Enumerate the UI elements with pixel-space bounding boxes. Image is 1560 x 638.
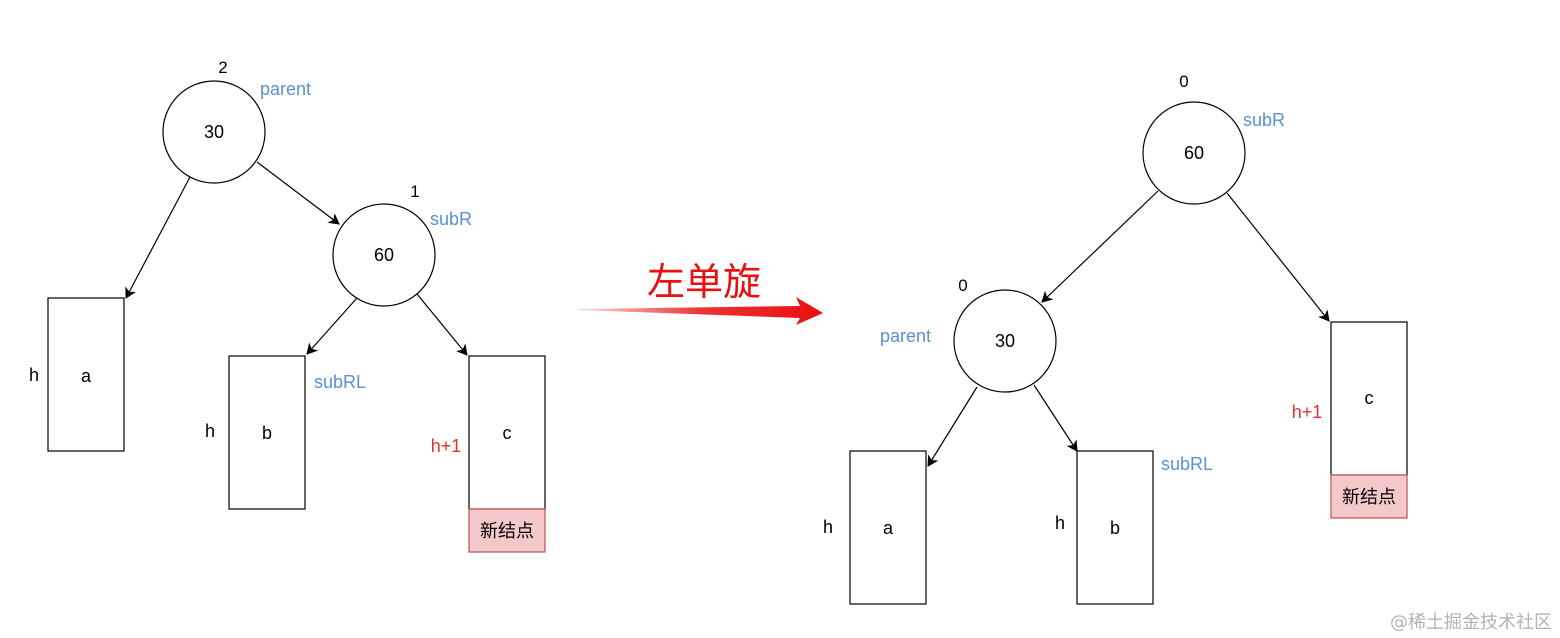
node-parent-tag: parent [880,326,931,346]
node-subr-value: 60 [1184,143,1204,163]
node-subr-circle [332,203,436,307]
node-subr-tag: subR [1243,110,1285,130]
node-parent-balance: 2 [218,58,227,77]
edge-parent-to-b [1033,384,1078,452]
edge-subr-to-parent [1041,190,1159,303]
subtree-b-tag: subRL [314,372,366,392]
subtree-a-height: h [823,517,833,537]
subtree-c-height: h+1 [431,436,462,456]
subtree-b-height: h [1055,513,1065,533]
subtree-b-box [1076,450,1154,605]
node-parent-tag: parent [260,79,311,99]
subtree-c-height: h+1 [1292,402,1323,422]
edge-parent-to-a [125,176,191,299]
after-tree: 60 0 subR 30 0 parent a h b h subRL c h+… [823,72,1408,605]
edge-subr-to-c [416,293,468,356]
new-node-box [468,508,546,553]
node-subr-balance: 1 [410,182,419,201]
rotation-arrow: 左单旋 [578,262,823,325]
edge-subr-to-c [1226,192,1330,322]
new-node-label: 新结点 [1342,487,1396,508]
node-subr-balance: 0 [1179,72,1188,91]
subtree-b-height: h [205,421,215,441]
edge-parent-to-a [927,386,978,467]
before-tree: 30 2 parent 60 1 subR a h b h subRL c h+… [29,58,546,553]
node-parent-circle [953,289,1057,393]
subtree-c-label: c [503,423,512,443]
subtree-b-box [228,355,306,510]
subtree-a-height: h [29,365,39,385]
subtree-c-box [1330,321,1408,476]
new-node-label: 新结点 [480,521,534,542]
subtree-b-label: b [262,423,272,443]
node-subr-value: 60 [374,245,394,265]
subtree-b-tag: subRL [1161,454,1213,474]
node-parent-value: 30 [204,122,224,142]
watermark-text: @稀土掘金技术社区 [1390,612,1552,633]
edge-subr-to-b [306,297,358,355]
node-parent-balance: 0 [958,276,967,295]
subtree-c-label: c [1365,388,1374,408]
node-subr-circle [1142,101,1246,205]
red-arrow-shape [578,297,823,325]
node-parent-circle [162,80,266,184]
rotation-arrow-label: 左单旋 [647,262,761,304]
edge-parent-to-subr [256,161,340,225]
subtree-a-label: a [81,366,92,386]
subtree-a-box [849,450,927,605]
new-node-box [1330,474,1408,519]
node-subr-tag: subR [430,209,472,229]
node-parent-value: 30 [995,331,1015,351]
subtree-b-label: b [1110,518,1120,538]
subtree-c-box [468,355,546,510]
subtree-a-label: a [883,518,894,538]
subtree-a-box [47,297,125,452]
